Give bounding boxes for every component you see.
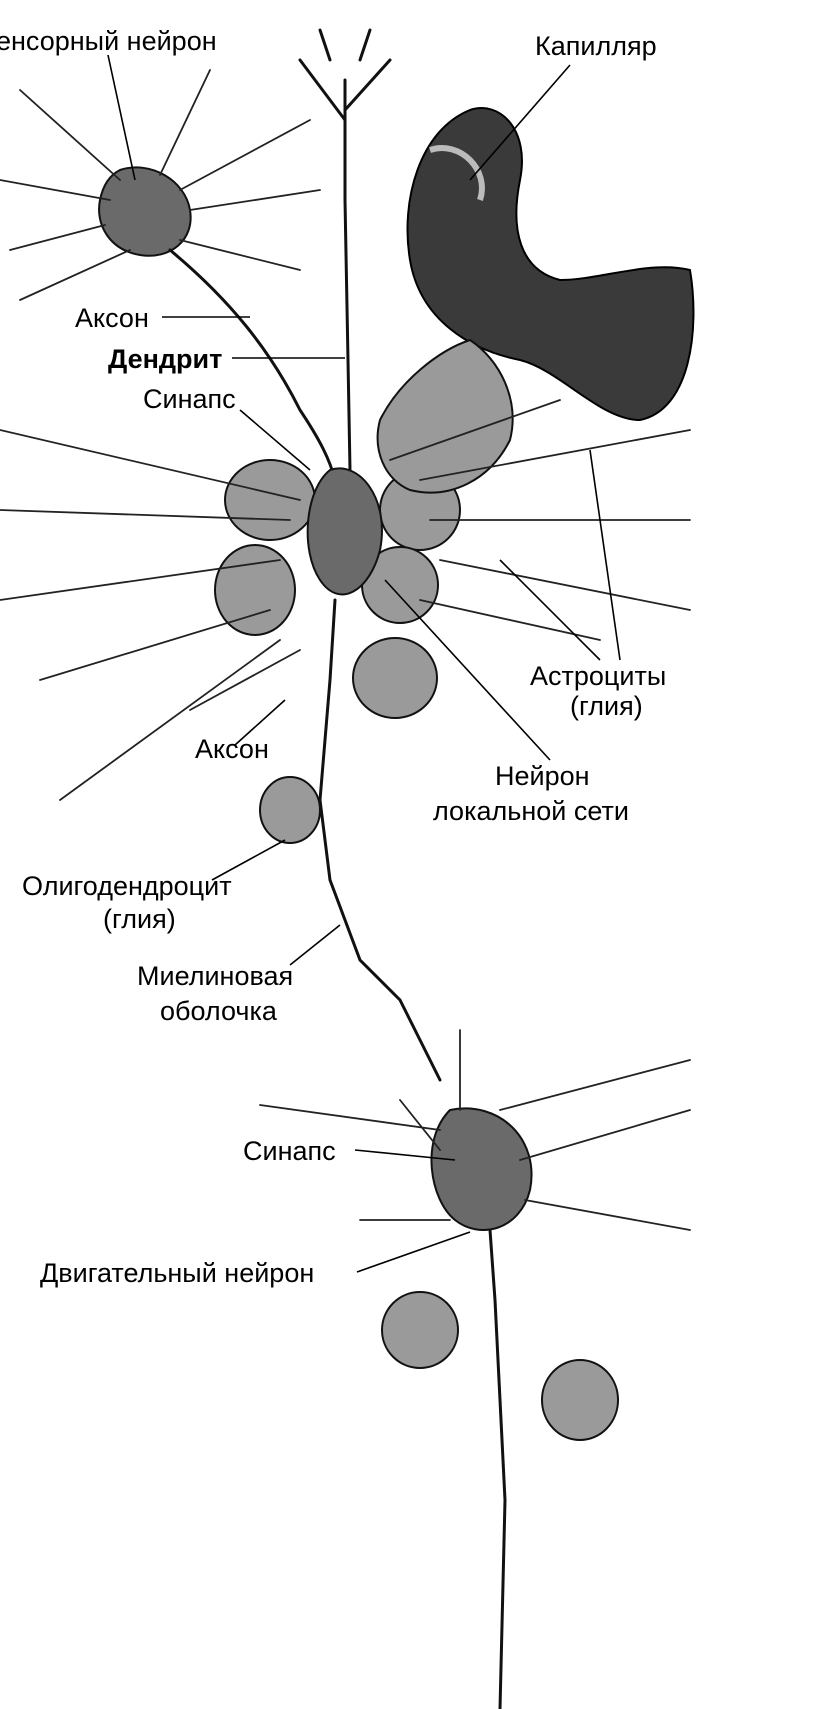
- label-astrocytes-glia: (глия): [570, 691, 643, 721]
- label-oligodendrocyte-glia: (глия): [103, 904, 176, 934]
- label-myelin-1: Миелиновая: [137, 961, 293, 991]
- label-synapse-top: Синапс: [143, 384, 236, 414]
- capillary-illustration: [406, 107, 695, 422]
- label-myelin-2: оболочка: [160, 996, 278, 1026]
- label-local-neuron-1: Нейрон: [495, 761, 590, 791]
- label-local-neuron-2: локальной сети: [433, 796, 629, 826]
- motor-neuron-illustration: [259, 1029, 691, 1709]
- dendrite-line: [298, 28, 392, 472]
- label-sensory-neuron: енсорный нейрон: [0, 26, 217, 56]
- label-astrocytes: Астроциты: [530, 661, 666, 691]
- sensory-neuron-illustration: [0, 69, 337, 482]
- label-axon-mid: Аксон: [195, 734, 269, 764]
- label-dendrite: Дендрит: [108, 344, 222, 374]
- local-network-neuron-illustration: [0, 338, 691, 1082]
- label-synapse-bottom: Синапс: [243, 1136, 336, 1166]
- leader-lines: [107, 54, 621, 1273]
- label-motor-neuron: Двигательный нейрон: [40, 1258, 314, 1288]
- label-axon-top: Аксон: [75, 303, 149, 333]
- label-oligodendrocyte: Олигодендроцит: [22, 871, 232, 901]
- label-capillary: Капилляр: [535, 31, 657, 61]
